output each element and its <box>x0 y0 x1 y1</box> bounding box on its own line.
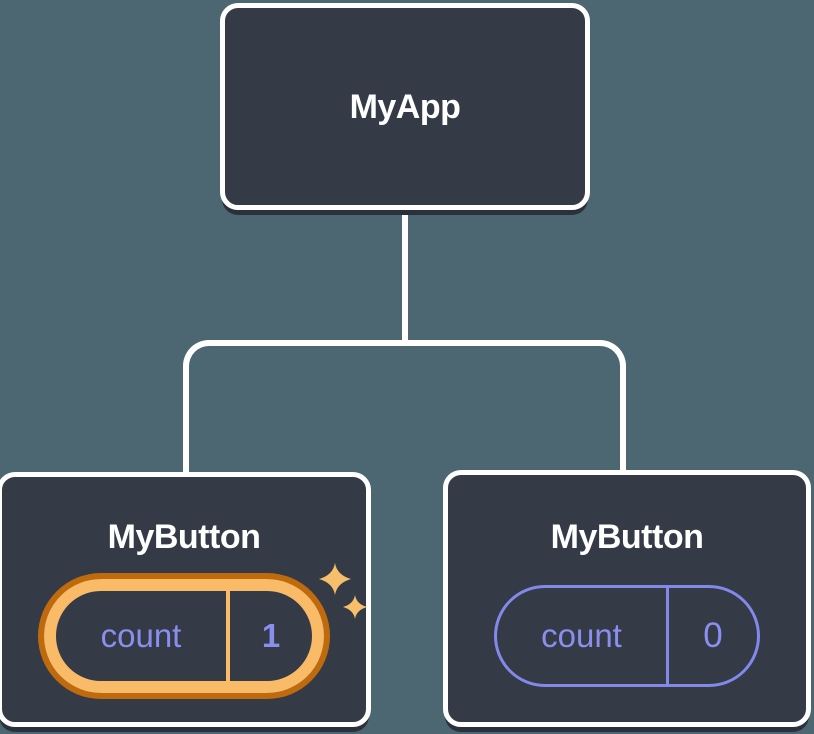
connector-root-to-branch <box>402 205 408 345</box>
state-value: 0 <box>703 616 723 655</box>
pill-divider <box>226 591 230 681</box>
state-pill-highlighted: count 1 <box>44 579 324 693</box>
connector-branch-to-children <box>183 340 626 475</box>
node-myapp: MyApp <box>220 3 590 210</box>
node-mybutton-right: MyButton count 0 <box>443 470 811 727</box>
node-myapp-label: MyApp <box>349 87 461 126</box>
state-key: count <box>100 617 182 654</box>
node-mybutton-left-label: MyButton <box>107 518 261 556</box>
node-mybutton-right-label: MyButton <box>550 518 704 556</box>
state-key: count <box>541 617 622 654</box>
node-mybutton-left: MyButton count 1 <box>0 472 371 727</box>
sparkles-icon <box>319 563 367 619</box>
pill-divider <box>666 588 669 684</box>
state-value: 1 <box>261 617 281 654</box>
state-pill: count 0 <box>494 585 760 687</box>
